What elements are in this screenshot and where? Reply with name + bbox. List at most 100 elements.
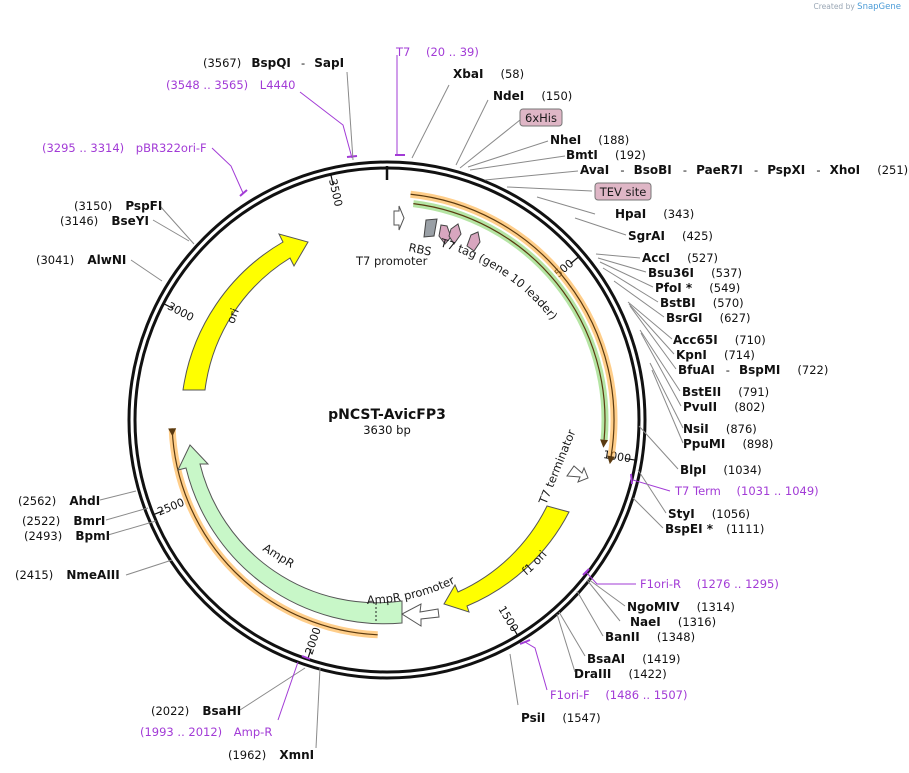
primer-arc-line [410, 193, 615, 457]
primer-mark-amp-r [301, 655, 311, 660]
enzyme-label-acc65i: Acc65I (710) [673, 329, 766, 348]
enzyme-pos: (2522) [22, 514, 60, 528]
enzyme-pos: (425) [682, 229, 713, 243]
enzyme-pos: (58) [501, 67, 525, 81]
enzyme-name: NgoMIV [627, 600, 680, 614]
primer-arcs [168, 190, 618, 639]
leader-banii [576, 590, 604, 637]
position-tick-label: 3500 [326, 178, 345, 208]
leader-bstbi [602, 267, 659, 303]
enzyme-name: SgrAI [628, 229, 665, 243]
enzyme-name: AhdI [69, 494, 100, 508]
enzyme-pos: (1314) [697, 600, 735, 614]
enzyme-pos: (1547) [562, 711, 600, 725]
snapgene-logo: Created by SnapGene [814, 2, 901, 12]
leader-bspei [632, 497, 664, 529]
rbs-feature-box [423, 218, 438, 238]
enzyme-label-bpmi: (2493) BpmI [24, 525, 110, 544]
leader-avai [484, 170, 579, 181]
leader-bmri [105, 507, 149, 521]
enzyme-label-bstbi: BstBI (570) [660, 292, 744, 311]
enzyme-pos: (343) [663, 207, 694, 221]
enzyme-pos: (791) [738, 385, 769, 399]
leader-pvuii [640, 332, 682, 407]
enzyme-name: HpaI [615, 207, 646, 221]
enzyme-sep: - [301, 56, 305, 70]
tev-site-box [594, 182, 652, 201]
enzyme-pos: (876) [726, 422, 757, 436]
6xhis-box-label: 6xHis [525, 111, 557, 125]
enzyme-name: BsaAI [587, 652, 625, 666]
enzyme-pos: (1316) [678, 615, 716, 629]
enzyme-pos: (627) [720, 311, 751, 325]
leader-naei [586, 579, 621, 622]
primer-range: (3295 .. 3314) [42, 141, 124, 155]
leader-6xhis [459, 119, 521, 169]
enzyme-label-sgrai: SgrAI (425) [628, 225, 713, 244]
leader-ngomiv [587, 578, 626, 607]
leader-pspfi [159, 205, 195, 245]
primer-range: (1486 .. 1507) [605, 688, 687, 702]
enzyme-name: XmnI [279, 748, 314, 762]
enzyme-name: PvuII [683, 400, 717, 414]
enzyme-name: BspQI [251, 56, 291, 70]
enzyme-label-nmeaiii: (2415) NmeAIII [15, 564, 120, 583]
leader-blpi [638, 425, 679, 470]
enzyme-pos: (1962) [228, 748, 266, 762]
enzyme-sep-3: - [754, 163, 758, 177]
tev-site-box-label: TEV site [599, 185, 647, 199]
enzyme-label-xbai: XbaI (58) [453, 63, 524, 82]
enzyme-name-2: BsoBI [634, 163, 672, 177]
enzyme-name: DraIII [574, 667, 611, 681]
enzyme-sep-4: - [816, 163, 820, 177]
6xhis-feature-arrow [448, 223, 462, 245]
leader-nhei [467, 140, 549, 168]
enzyme-label-nhei: NheI (188) [550, 129, 629, 148]
primer-label-f1ori-f: F1ori-F (1486 .. 1507) [550, 688, 687, 702]
leader-l4440 [299, 91, 353, 159]
enzyme-pos: (251) [877, 163, 908, 177]
t7-tag-feature-arrow [438, 224, 452, 245]
primer-name: T7 [395, 45, 410, 59]
leader-lines [99, 55, 684, 749]
enzyme-label-ndei: NdeI (150) [493, 85, 572, 104]
position-tick-mark [330, 174, 334, 186]
primer-range: (3548 .. 3565) [166, 78, 248, 92]
enzyme-name-2: SapI [314, 56, 344, 70]
leader-acci [595, 253, 641, 259]
enzyme-label-ngomiv: NgoMIV (1314) [627, 596, 735, 615]
enzyme-pos: (2415) [15, 568, 53, 582]
leader-bmti [469, 155, 566, 171]
primer-label-t7term: T7 Term (1031 .. 1049) [674, 484, 819, 498]
enzyme-name: StyI [668, 507, 695, 521]
plasmid-name: pNCST-AvicFP3 [328, 407, 446, 423]
t7-terminator-label: T7 terminator [535, 427, 578, 507]
backbone [127, 160, 647, 680]
enzyme-label-draiii: DraIII (1422) [574, 663, 667, 682]
ori-feature-arrow [182, 233, 309, 391]
enzyme-label-bseyi: (3146) BseYI [60, 210, 149, 229]
enzyme-name: BseYI [111, 214, 149, 228]
t7-promoter-label: T7 promoter [355, 254, 428, 268]
leader-nsii [649, 362, 684, 429]
primer-label-t7: T7 (20 .. 39) [395, 45, 479, 59]
leader-ndei [455, 99, 489, 166]
primer-name: T7 Term [674, 484, 721, 498]
enzyme-pos: (188) [598, 133, 629, 147]
ori-label: ori [224, 306, 242, 325]
enzyme-pos: (710) [735, 333, 766, 347]
enzyme-pos: (150) [541, 89, 572, 103]
enzyme-sep: - [620, 163, 624, 177]
enzyme-pos: (570) [713, 296, 744, 310]
position-tick-mark [163, 303, 174, 310]
enzyme-name: XbaI [453, 67, 483, 81]
primer-mark-pbr322 [239, 189, 248, 197]
enzyme-label-naei: NaeI (1316) [630, 611, 716, 630]
leader-amp-r [277, 661, 299, 721]
enzyme-label-bmri: (2522) BmrI [22, 510, 105, 529]
leader-bsrgi [613, 280, 665, 318]
enzyme-label-bfuai-bspmi: BfuAI - BspMI (722) [678, 359, 828, 378]
enzyme-label-hpai: HpaI (343) [615, 203, 694, 222]
enzyme-pos: (1419) [642, 652, 680, 666]
feature-boxes: 6xHis TEV site [519, 108, 652, 201]
